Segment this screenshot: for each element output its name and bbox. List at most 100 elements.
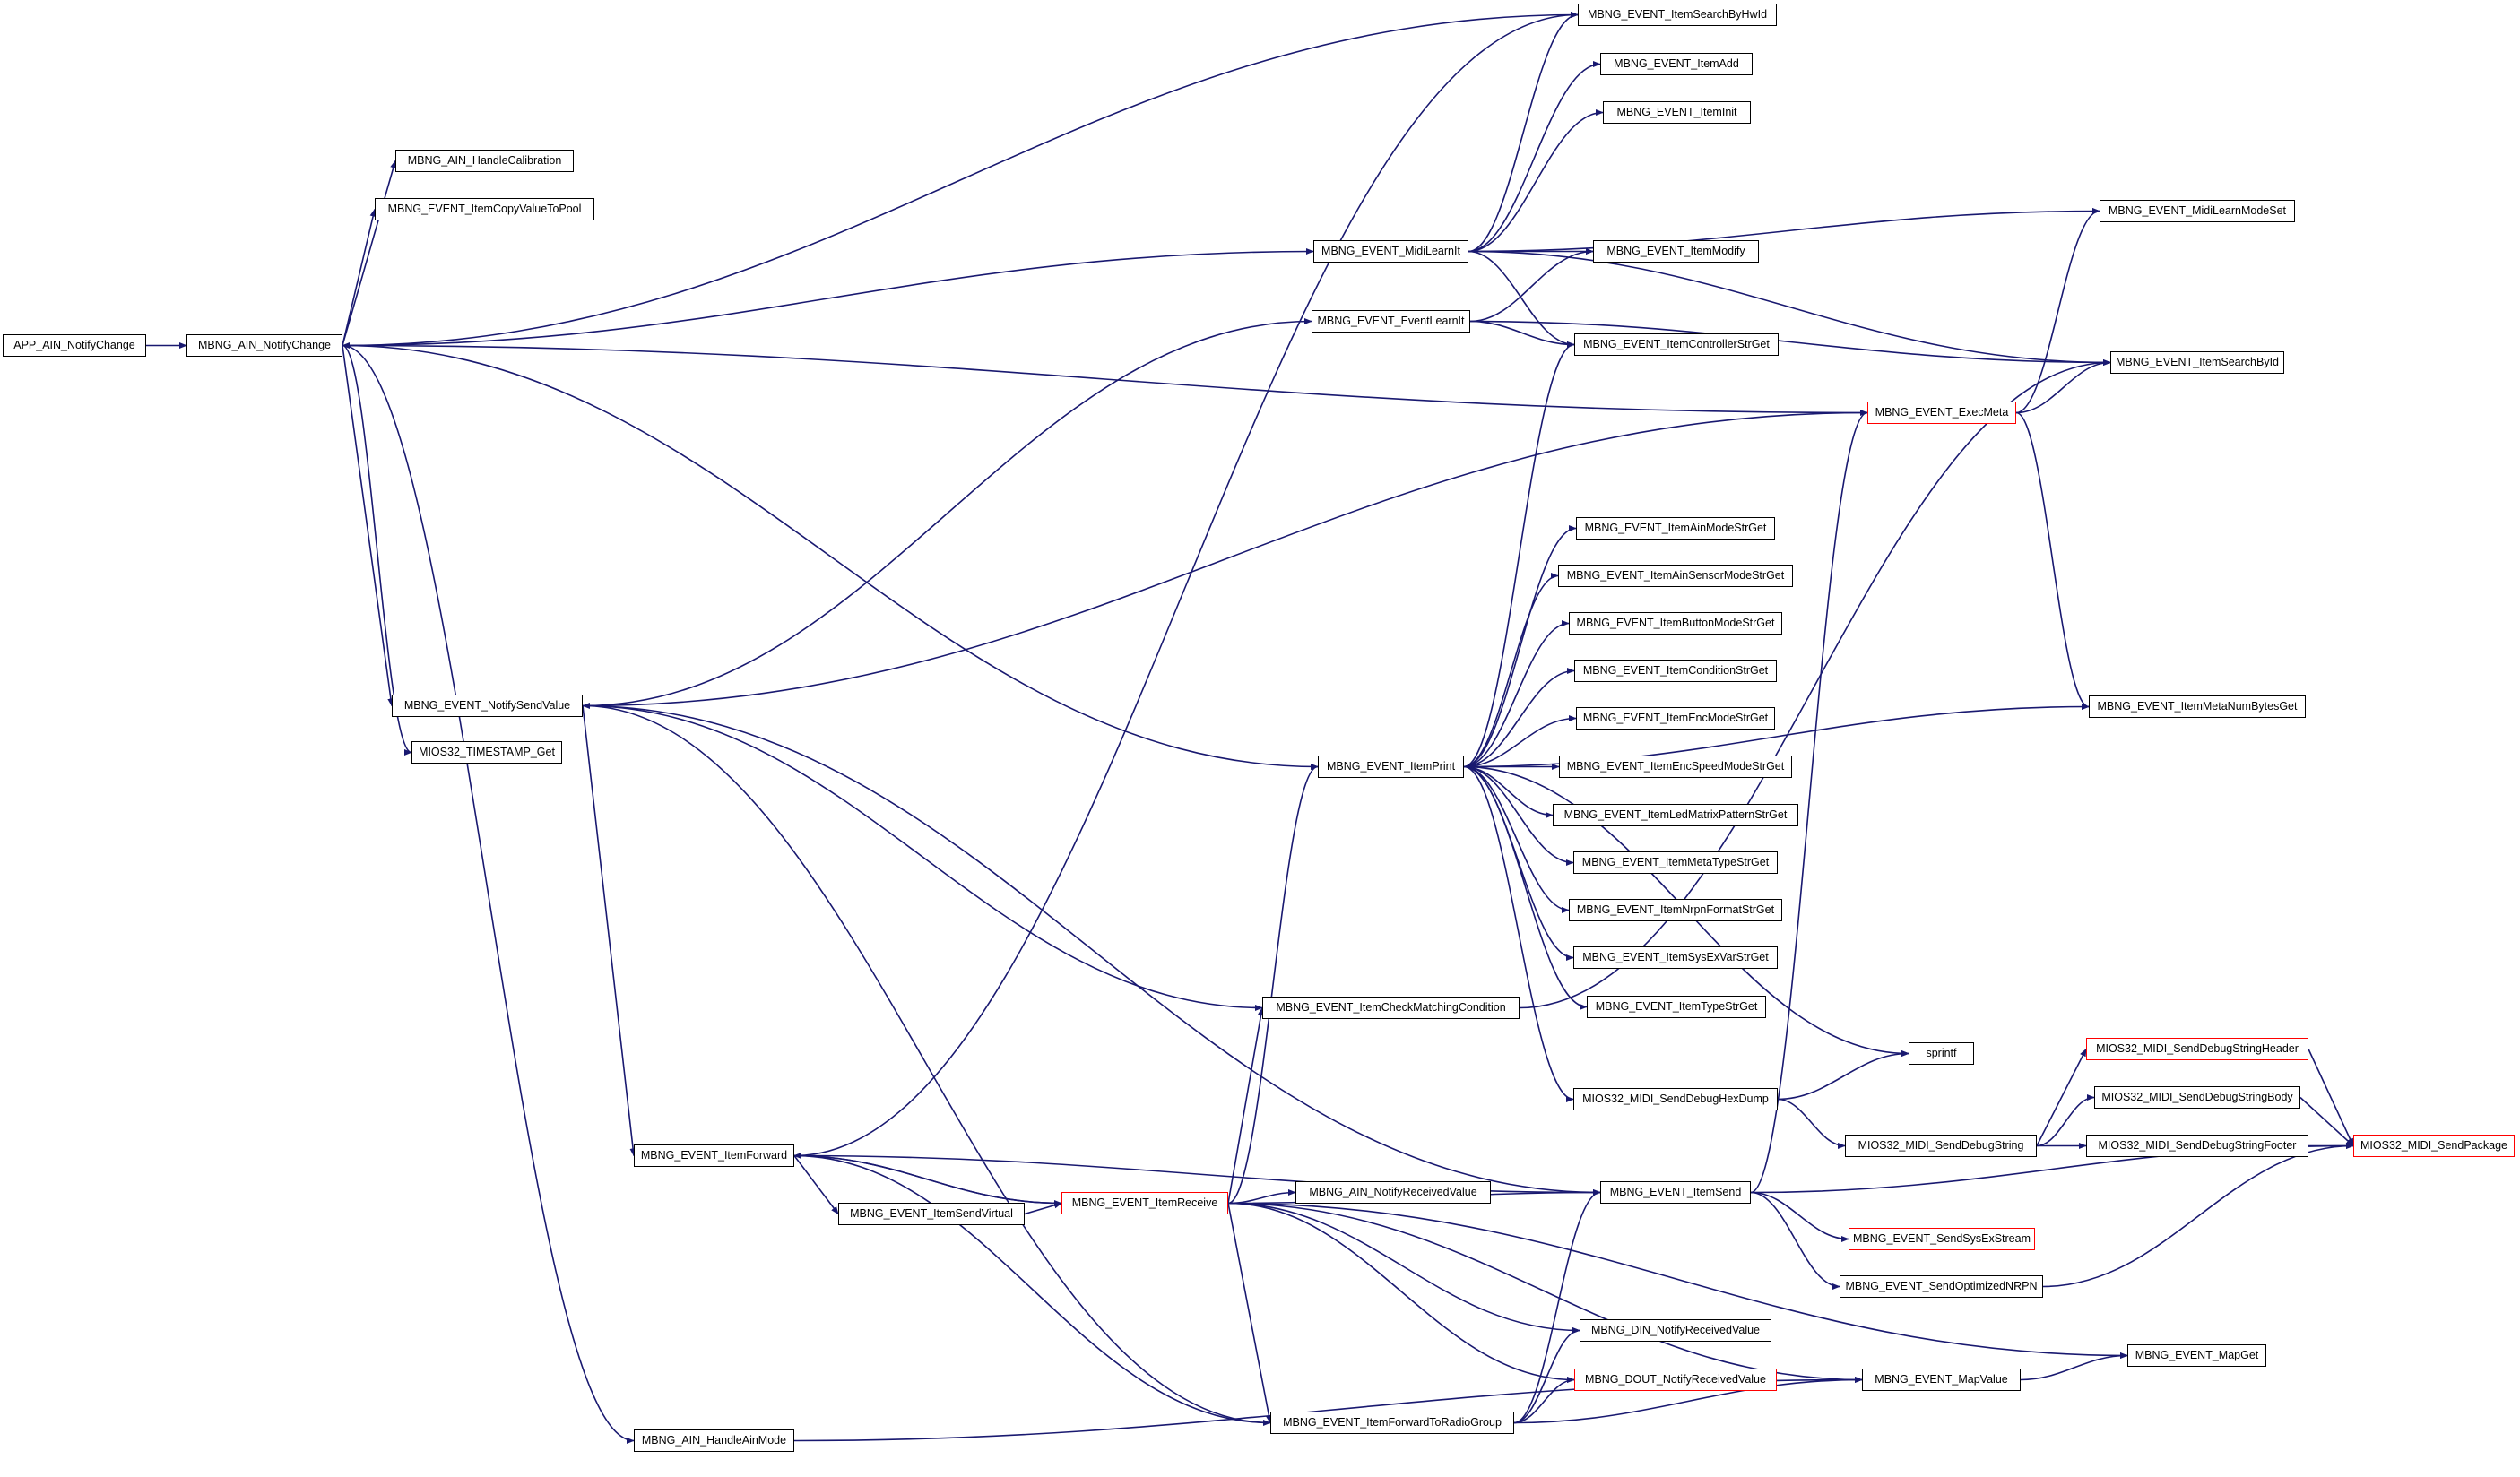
node-mbng-event-itemcontrollerstrget[interactable]: MBNG_EVENT_ItemControllerStrGet <box>1574 333 1779 356</box>
call-edge-mbng-event-itemforwardtoradiogroup-to-mbng-din-notifyreceivedvalue <box>1513 1326 1580 1424</box>
node-mios32-midi-senddebugstring[interactable]: MIOS32_MIDI_SendDebugString <box>1845 1135 2037 1157</box>
node-mbng-event-notifysendvalue[interactable]: MBNG_EVENT_NotifySendValue <box>392 695 583 717</box>
node-mbng-event-itemainsensormodestrget[interactable]: MBNG_EVENT_ItemAinSensorModeStrGet <box>1558 565 1793 587</box>
call-edge-mbng-event-execmeta-to-mbng-event-midilearnmodeset <box>2015 207 2100 414</box>
call-edge-mbng-event-itemreceive-to-mbng-event-itemforward <box>793 1152 1062 1205</box>
node-mbng-event-mapvalue[interactable]: MBNG_EVENT_MapValue <box>1862 1369 2021 1391</box>
node-mbng-ain-notifychange[interactable]: MBNG_AIN_NotifyChange <box>186 334 342 357</box>
call-edge-mbng-event-sendoptimizednrpn-to-mios32-midi-sendpackage <box>2042 1142 2354 1288</box>
call-edge-mbng-event-itemprint-to-mios32-midi-senddebughexdump <box>1463 765 1574 1103</box>
node-mbng-event-iteminit[interactable]: MBNG_EVENT_ItemInit <box>1603 101 1751 124</box>
node-mios32-timestamp-get[interactable]: MIOS32_TIMESTAMP_Get <box>411 741 562 764</box>
node-mbng-event-execmeta[interactable]: MBNG_EVENT_ExecMeta <box>1867 402 2016 424</box>
node-mbng-ain-handlecalibration[interactable]: MBNG_AIN_HandleCalibration <box>395 150 574 172</box>
call-edge-mbng-event-itemreceive-to-mbng-event-itemprint <box>1227 763 1319 1205</box>
call-edge-mbng-event-execmeta-to-mbng-ain-notifychange <box>342 341 1868 414</box>
node-mbng-dout-notifyreceivedvalue[interactable]: MBNG_DOUT_NotifyReceivedValue <box>1574 1369 1777 1391</box>
call-edge-mbng-event-itemsendvirtual-to-mbng-event-itemreceive <box>1024 1202 1062 1215</box>
node-mbng-event-eventlearnit[interactable]: MBNG_EVENT_EventLearnIt <box>1312 310 1470 333</box>
node-mbng-event-itemcheckmatchingcondition[interactable]: MBNG_EVENT_ItemCheckMatchingCondition <box>1262 997 1520 1019</box>
call-edge-mbng-event-itemreceive-to-mbng-event-itemcheckmatchingcondition <box>1227 1006 1265 1204</box>
node-mbng-event-itemmodify[interactable]: MBNG_EVENT_ItemModify <box>1593 240 1759 263</box>
node-mbng-event-itemmetatypestrget[interactable]: MBNG_EVENT_ItemMetaTypeStrGet <box>1573 851 1778 874</box>
node-mbng-event-itemadd[interactable]: MBNG_EVENT_ItemAdd <box>1600 53 1753 75</box>
call-edge-mios32-midi-senddebughexdump-to-mios32-midi-senddebugstring <box>1777 1098 1846 1150</box>
call-edge-mbng-event-itemreceive-to-mbng-event-itemforwardtoradiogroup <box>1227 1203 1273 1424</box>
call-edge-mbng-event-itemprint-to-mbng-event-itemcontrollerstrget <box>1463 341 1575 768</box>
call-edge-mbng-event-eventlearnit-to-mbng-event-itemmodify <box>1469 247 1594 323</box>
node-mbng-event-midilearnmodeset[interactable]: MBNG_EVENT_MidiLearnModeSet <box>2100 200 2295 222</box>
call-edge-mbng-event-itemprint-to-mbng-event-itemencmodestrget <box>1463 714 1577 768</box>
node-mios32-midi-senddebugstringheader[interactable]: MIOS32_MIDI_SendDebugStringHeader <box>2086 1038 2308 1060</box>
node-app-ain-notifychange[interactable]: APP_AIN_NotifyChange <box>3 334 146 357</box>
node-mbng-event-itemsysexvarstrget[interactable]: MBNG_EVENT_ItemSysExVarStrGet <box>1573 946 1778 969</box>
node-mios32-midi-senddebugstringbody[interactable]: MIOS32_MIDI_SendDebugStringBody <box>2094 1086 2300 1109</box>
call-edge-mbng-event-itemprint-to-mbng-event-itemainmodestrget <box>1463 524 1577 768</box>
node-mbng-event-midilearnit[interactable]: MBNG_EVENT_MidiLearnIt <box>1313 240 1468 263</box>
node-mbng-event-itemsend[interactable]: MBNG_EVENT_ItemSend <box>1600 1181 1751 1204</box>
call-edge-mbng-event-midilearnit-to-mbng-event-iteminit <box>1468 108 1604 253</box>
call-edge-mbng-ain-notifychange-to-mbng-event-itemcopyvaluetopool <box>342 208 377 346</box>
call-edge-mbng-event-itemforwardtoradiogroup-to-mbng-dout-notifyreceivedvalue <box>1513 1376 1575 1424</box>
node-mbng-event-mapget[interactable]: MBNG_EVENT_MapGet <box>2127 1344 2266 1367</box>
node-mbng-event-itemledmatrixpatternstrget[interactable]: MBNG_EVENT_ItemLedMatrixPatternStrGet <box>1553 804 1798 826</box>
call-edge-mios32-midi-senddebugstring-to-mios32-midi-senddebugstringbody <box>2036 1093 2095 1147</box>
node-sprintf[interactable]: sprintf <box>1909 1042 1974 1065</box>
call-edge-mbng-event-execmeta-to-mbng-event-itemsearchbyid <box>2015 358 2111 414</box>
node-mbng-ain-notifyreceivedvalue[interactable]: MBNG_AIN_NotifyReceivedValue <box>1295 1181 1491 1204</box>
node-mbng-event-itemainmodestrget[interactable]: MBNG_EVENT_ItemAinModeStrGet <box>1576 517 1775 540</box>
call-edge-mbng-event-itemreceive-to-mbng-din-notifyreceivedvalue <box>1227 1202 1580 1334</box>
call-edge-mbng-event-itemforwardtoradiogroup-to-mbng-event-mapvalue <box>1513 1376 1863 1424</box>
call-edge-mbng-event-itemreceive-to-mbng-dout-notifyreceivedvalue <box>1227 1202 1575 1384</box>
call-edge-mbng-event-itemsend-to-mbng-event-execmeta <box>1750 410 1868 1194</box>
call-edge-mbng-ain-notifychange-to-mios32-timestamp-get <box>342 344 412 756</box>
node-mios32-midi-senddebughexdump[interactable]: MIOS32_MIDI_SendDebugHexDump <box>1573 1088 1778 1110</box>
node-mbng-event-itemreceive[interactable]: MBNG_EVENT_ItemReceive <box>1061 1192 1228 1214</box>
node-mbng-event-itemsearchbyid[interactable]: MBNG_EVENT_ItemSearchById <box>2110 351 2284 374</box>
node-mbng-ain-handleainmode[interactable]: MBNG_AIN_HandleAinMode <box>634 1429 794 1452</box>
node-mbng-event-itemencmodestrget[interactable]: MBNG_EVENT_ItemEncModeStrGet <box>1576 707 1775 730</box>
call-edge-mbng-event-itemforwardtoradiogroup-to-mbng-event-itemforward <box>793 1152 1271 1424</box>
node-mios32-midi-sendpackage[interactable]: MIOS32_MIDI_SendPackage <box>2353 1135 2515 1157</box>
node-mbng-event-sendsysexstream[interactable]: MBNG_EVENT_SendSysExStream <box>1849 1228 2035 1250</box>
call-edge-mbng-event-itemreceive-to-mbng-event-mapget <box>1227 1202 2128 1360</box>
call-edge-mbng-event-itemprint-to-mbng-event-itemnrpnformatstrget <box>1463 765 1570 914</box>
node-mios32-midi-senddebugstringfooter[interactable]: MIOS32_MIDI_SendDebugStringFooter <box>2086 1135 2308 1157</box>
call-edge-mbng-event-midilearnit-to-mbng-event-midilearnmodeset <box>1468 207 2100 253</box>
call-edge-mbng-ain-notifychange-to-mbng-event-itemprint <box>342 344 1319 771</box>
call-edge-mbng-event-midilearnit-to-mbng-event-itemsearchbyid <box>1468 250 2111 367</box>
call-edge-mbng-event-notifysendvalue-to-mbng-event-itemforwardtoradiogroup <box>582 704 1271 1427</box>
call-edge-mbng-event-eventlearnit-to-mbng-event-itemcontrollerstrget <box>1469 320 1575 349</box>
node-mbng-event-itemsearchbyhwid[interactable]: MBNG_EVENT_ItemSearchByHwId <box>1578 4 1777 26</box>
call-edge-mbng-event-execmeta-to-mbng-event-itemmetanumbytesget <box>2015 411 2090 711</box>
call-edge-mios32-midi-senddebugstringbody-to-mios32-midi-sendpackage <box>2299 1096 2354 1147</box>
node-mbng-event-itemconditionstrget[interactable]: MBNG_EVENT_ItemConditionStrGet <box>1574 660 1777 682</box>
node-mbng-event-itemforward[interactable]: MBNG_EVENT_ItemForward <box>634 1144 794 1167</box>
node-mbng-event-itemcopyvaluetopool[interactable]: MBNG_EVENT_ItemCopyValueToPool <box>375 198 594 220</box>
call-edge-mbng-event-itemprint-to-mbng-event-itemledmatrixpatternstrget <box>1463 765 1554 819</box>
call-edge-mbng-event-notifysendvalue-to-mbng-event-eventlearnit <box>582 317 1312 707</box>
call-edge-mbng-event-mapvalue-to-mbng-event-mapget <box>2020 1352 2128 1381</box>
node-mbng-din-notifyreceivedvalue[interactable]: MBNG_DIN_NotifyReceivedValue <box>1580 1319 1771 1342</box>
call-edge-mbng-event-execmeta-to-mbng-event-notifysendvalue <box>582 411 1868 710</box>
node-mbng-event-itemmetanumbytesget[interactable]: MBNG_EVENT_ItemMetaNumBytesGet <box>2089 695 2306 718</box>
call-edge-mbng-event-midilearnit-to-mbng-event-itemsearchbyhwid <box>1468 11 1579 253</box>
node-mbng-event-itemtypestrget[interactable]: MBNG_EVENT_ItemTypeStrGet <box>1587 996 1766 1018</box>
node-mbng-event-sendoptimizednrpn[interactable]: MBNG_EVENT_SendOptimizedNRPN <box>1840 1275 2043 1298</box>
call-edge-mbng-event-itemprint-to-mbng-event-itemtypestrget <box>1463 765 1588 1011</box>
call-edge-mbng-event-itemprint-to-mbng-event-itemsysexvarstrget <box>1463 765 1574 962</box>
node-mbng-event-itemprint[interactable]: MBNG_EVENT_ItemPrint <box>1318 756 1464 778</box>
call-edge-mbng-event-notifysendvalue-to-mbng-event-itemforward <box>582 705 636 1157</box>
call-edge-mios32-midi-senddebughexdump-to-sprintf <box>1777 1049 1909 1101</box>
node-mbng-event-itemnrpnformatstrget[interactable]: MBNG_EVENT_ItemNrpnFormatStrGet <box>1569 899 1782 921</box>
call-edge-mbng-event-itemreceive-to-mbng-event-mapvalue <box>1227 1202 1863 1384</box>
call-edge-mbng-event-itemprint-to-mbng-event-itembuttonmodestrget <box>1463 619 1570 768</box>
node-mbng-event-itembuttonmodestrget[interactable]: MBNG_EVENT_ItemButtonModeStrGet <box>1569 612 1782 635</box>
call-edge-mbng-ain-notifychange-to-mbng-event-midilearnit <box>342 247 1314 347</box>
call-edge-mbng-event-itemprint-to-mbng-event-itemmetatypestrget <box>1463 765 1574 867</box>
node-mbng-event-itemsendvirtual[interactable]: MBNG_EVENT_ItemSendVirtual <box>838 1203 1025 1225</box>
node-mbng-event-itemforwardtoradiogroup[interactable]: MBNG_EVENT_ItemForwardToRadioGroup <box>1270 1412 1514 1434</box>
node-mbng-event-itemencspeedmodestrget[interactable]: MBNG_EVENT_ItemEncSpeedModeStrGet <box>1559 756 1792 778</box>
call-edge-mios32-midi-senddebugstring-to-mios32-midi-senddebugstringheader <box>2036 1048 2087 1146</box>
